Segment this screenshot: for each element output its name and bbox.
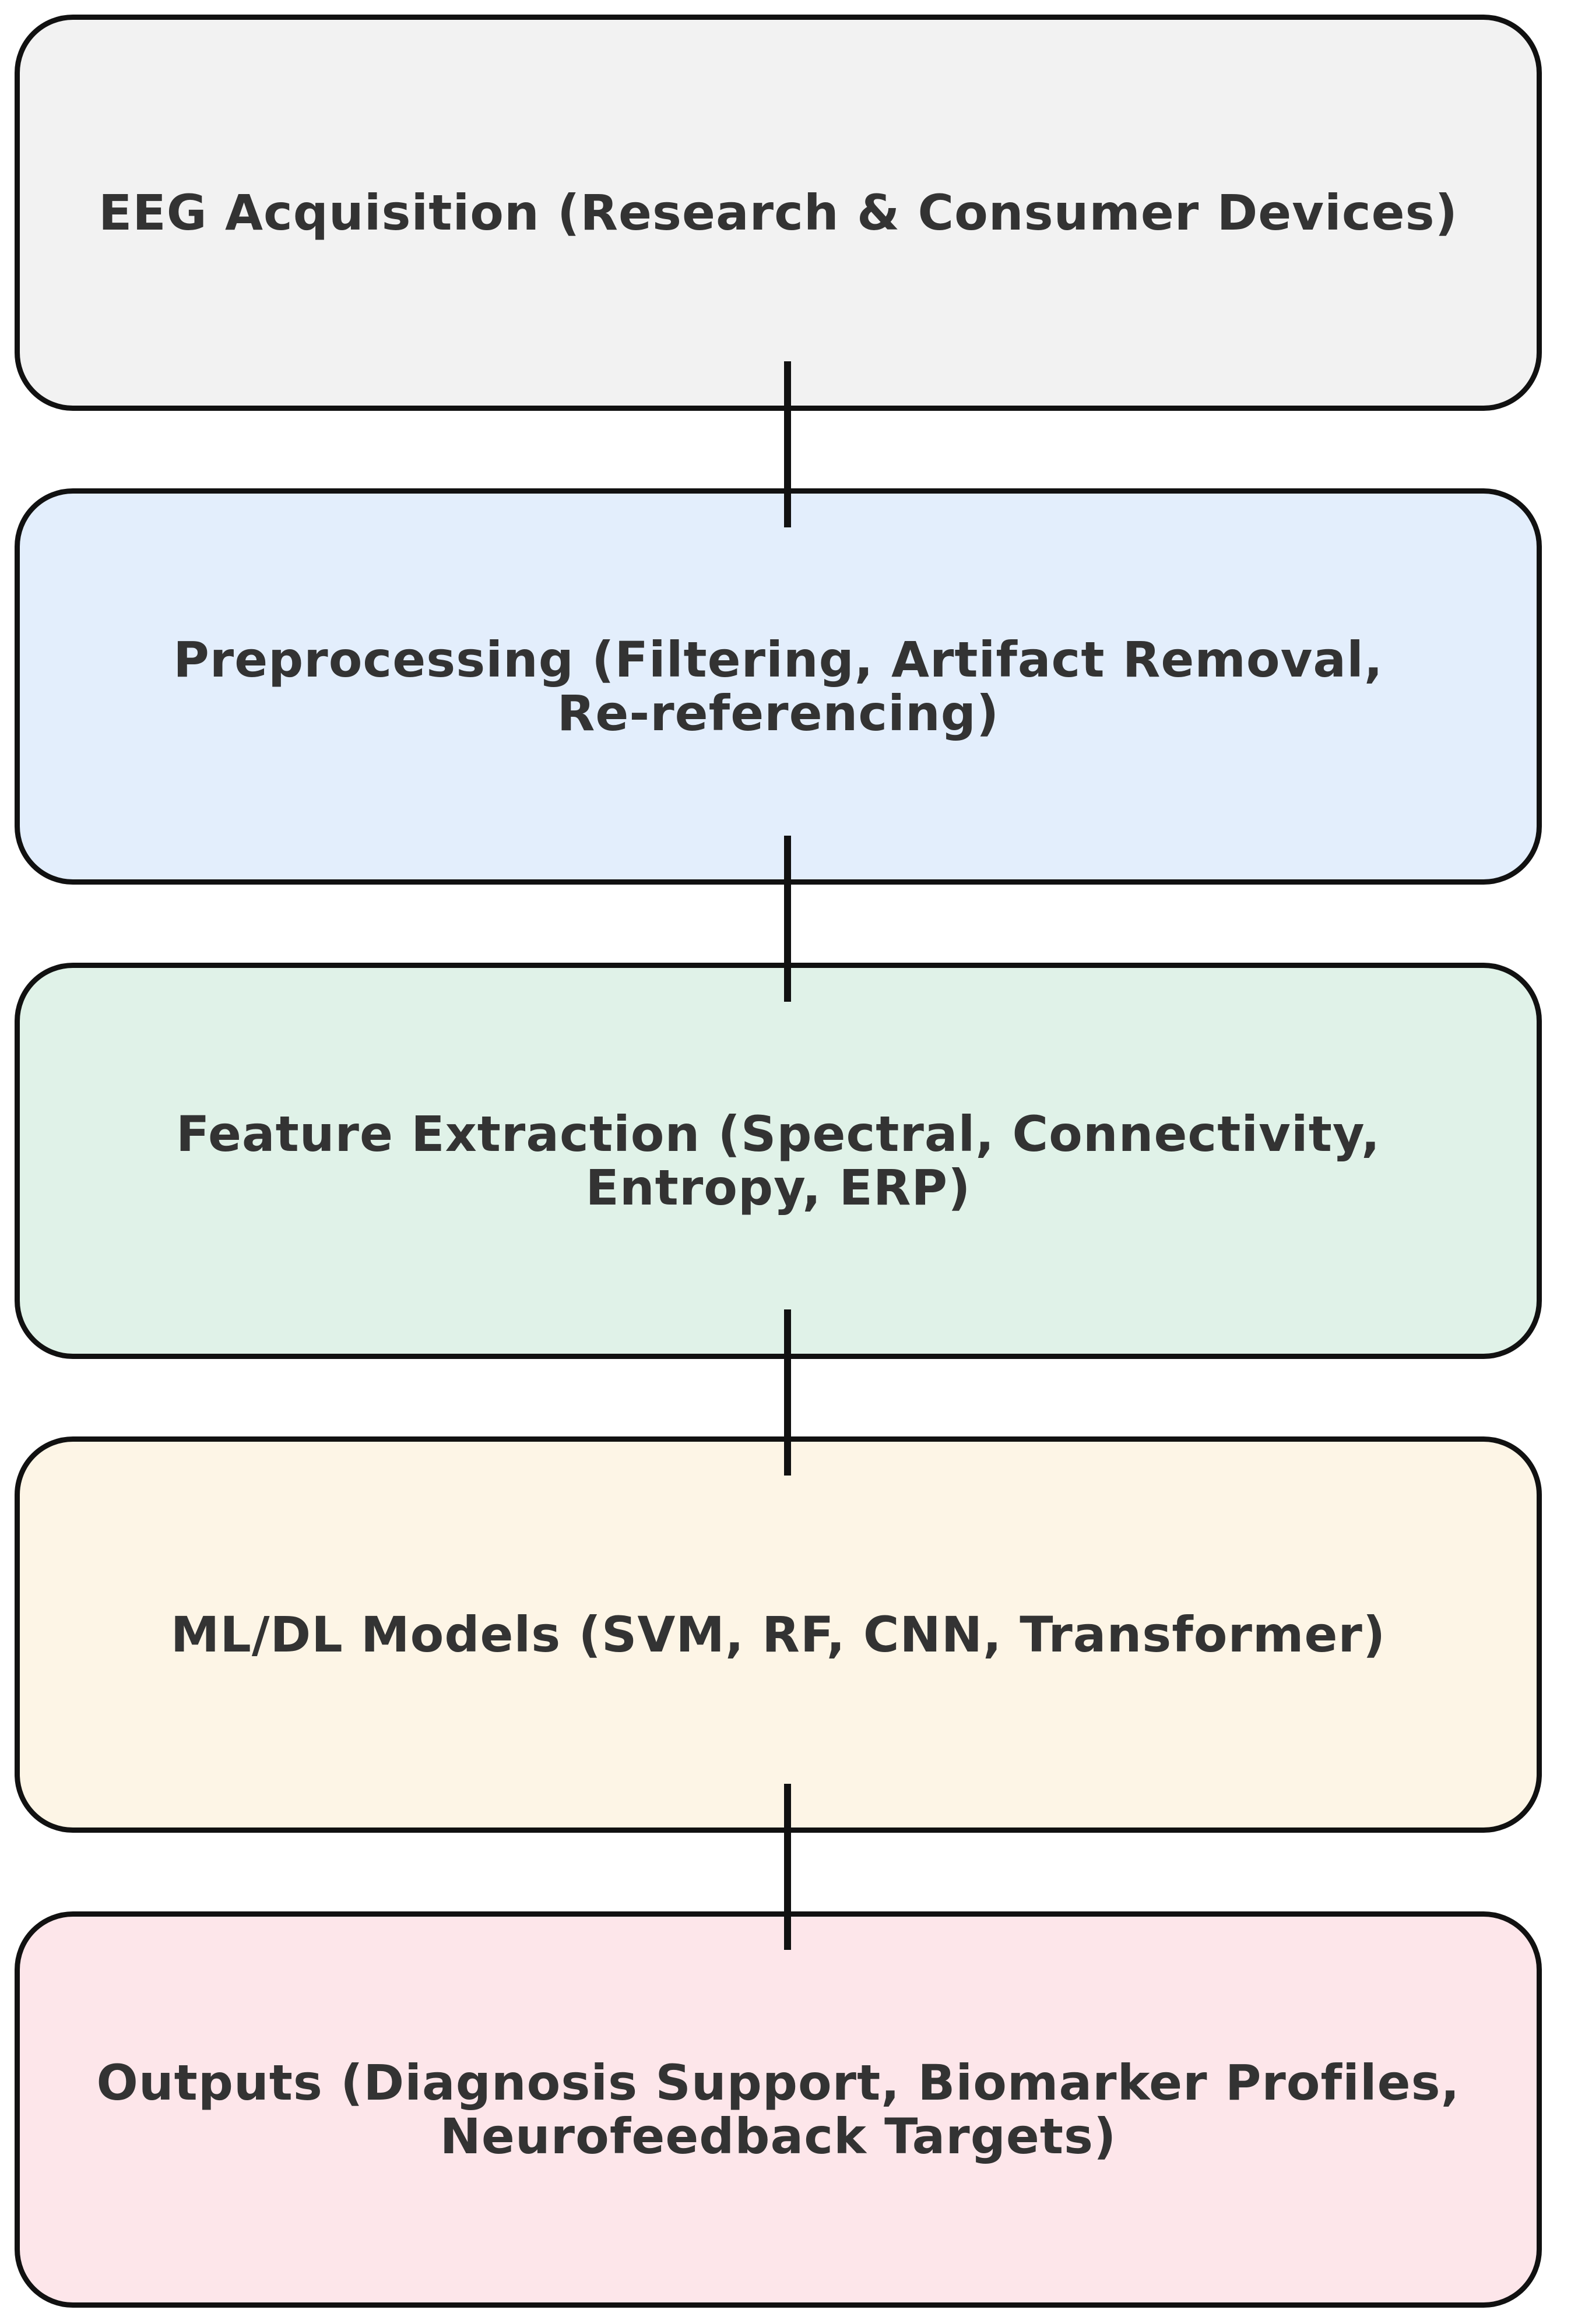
step-outputs: Outputs (Diagnosis Support, Biomarker Pr… (15, 1911, 1542, 2308)
step-outputs-label: Outputs (Diagnosis Support, Biomarker Pr… (96, 2054, 1460, 2165)
connector-line-4 (784, 1784, 791, 1950)
connector-line-3 (784, 1309, 791, 1476)
connector-line-2 (784, 836, 791, 1002)
connector-line-1 (784, 361, 791, 527)
step-preprocessing-label: Preprocessing (Filtering, Artifact Remov… (173, 631, 1383, 742)
step-ml-dl-models: ML/DL Models (SVM, RF, CNN, Transformer) (15, 1436, 1542, 1833)
step-preprocessing: Preprocessing (Filtering, Artifact Remov… (15, 488, 1542, 885)
step-eeg-acquisition-label: EEG Acquisition (Research & Consumer Dev… (99, 184, 1458, 241)
step-feature-extraction-label: Feature Extraction (Spectral, Connectivi… (175, 1105, 1381, 1216)
step-feature-extraction: Feature Extraction (Spectral, Connectivi… (15, 963, 1542, 1359)
step-eeg-acquisition: EEG Acquisition (Research & Consumer Dev… (15, 15, 1542, 411)
step-ml-dl-models-label: ML/DL Models (SVM, RF, CNN, Transformer) (170, 1605, 1386, 1663)
